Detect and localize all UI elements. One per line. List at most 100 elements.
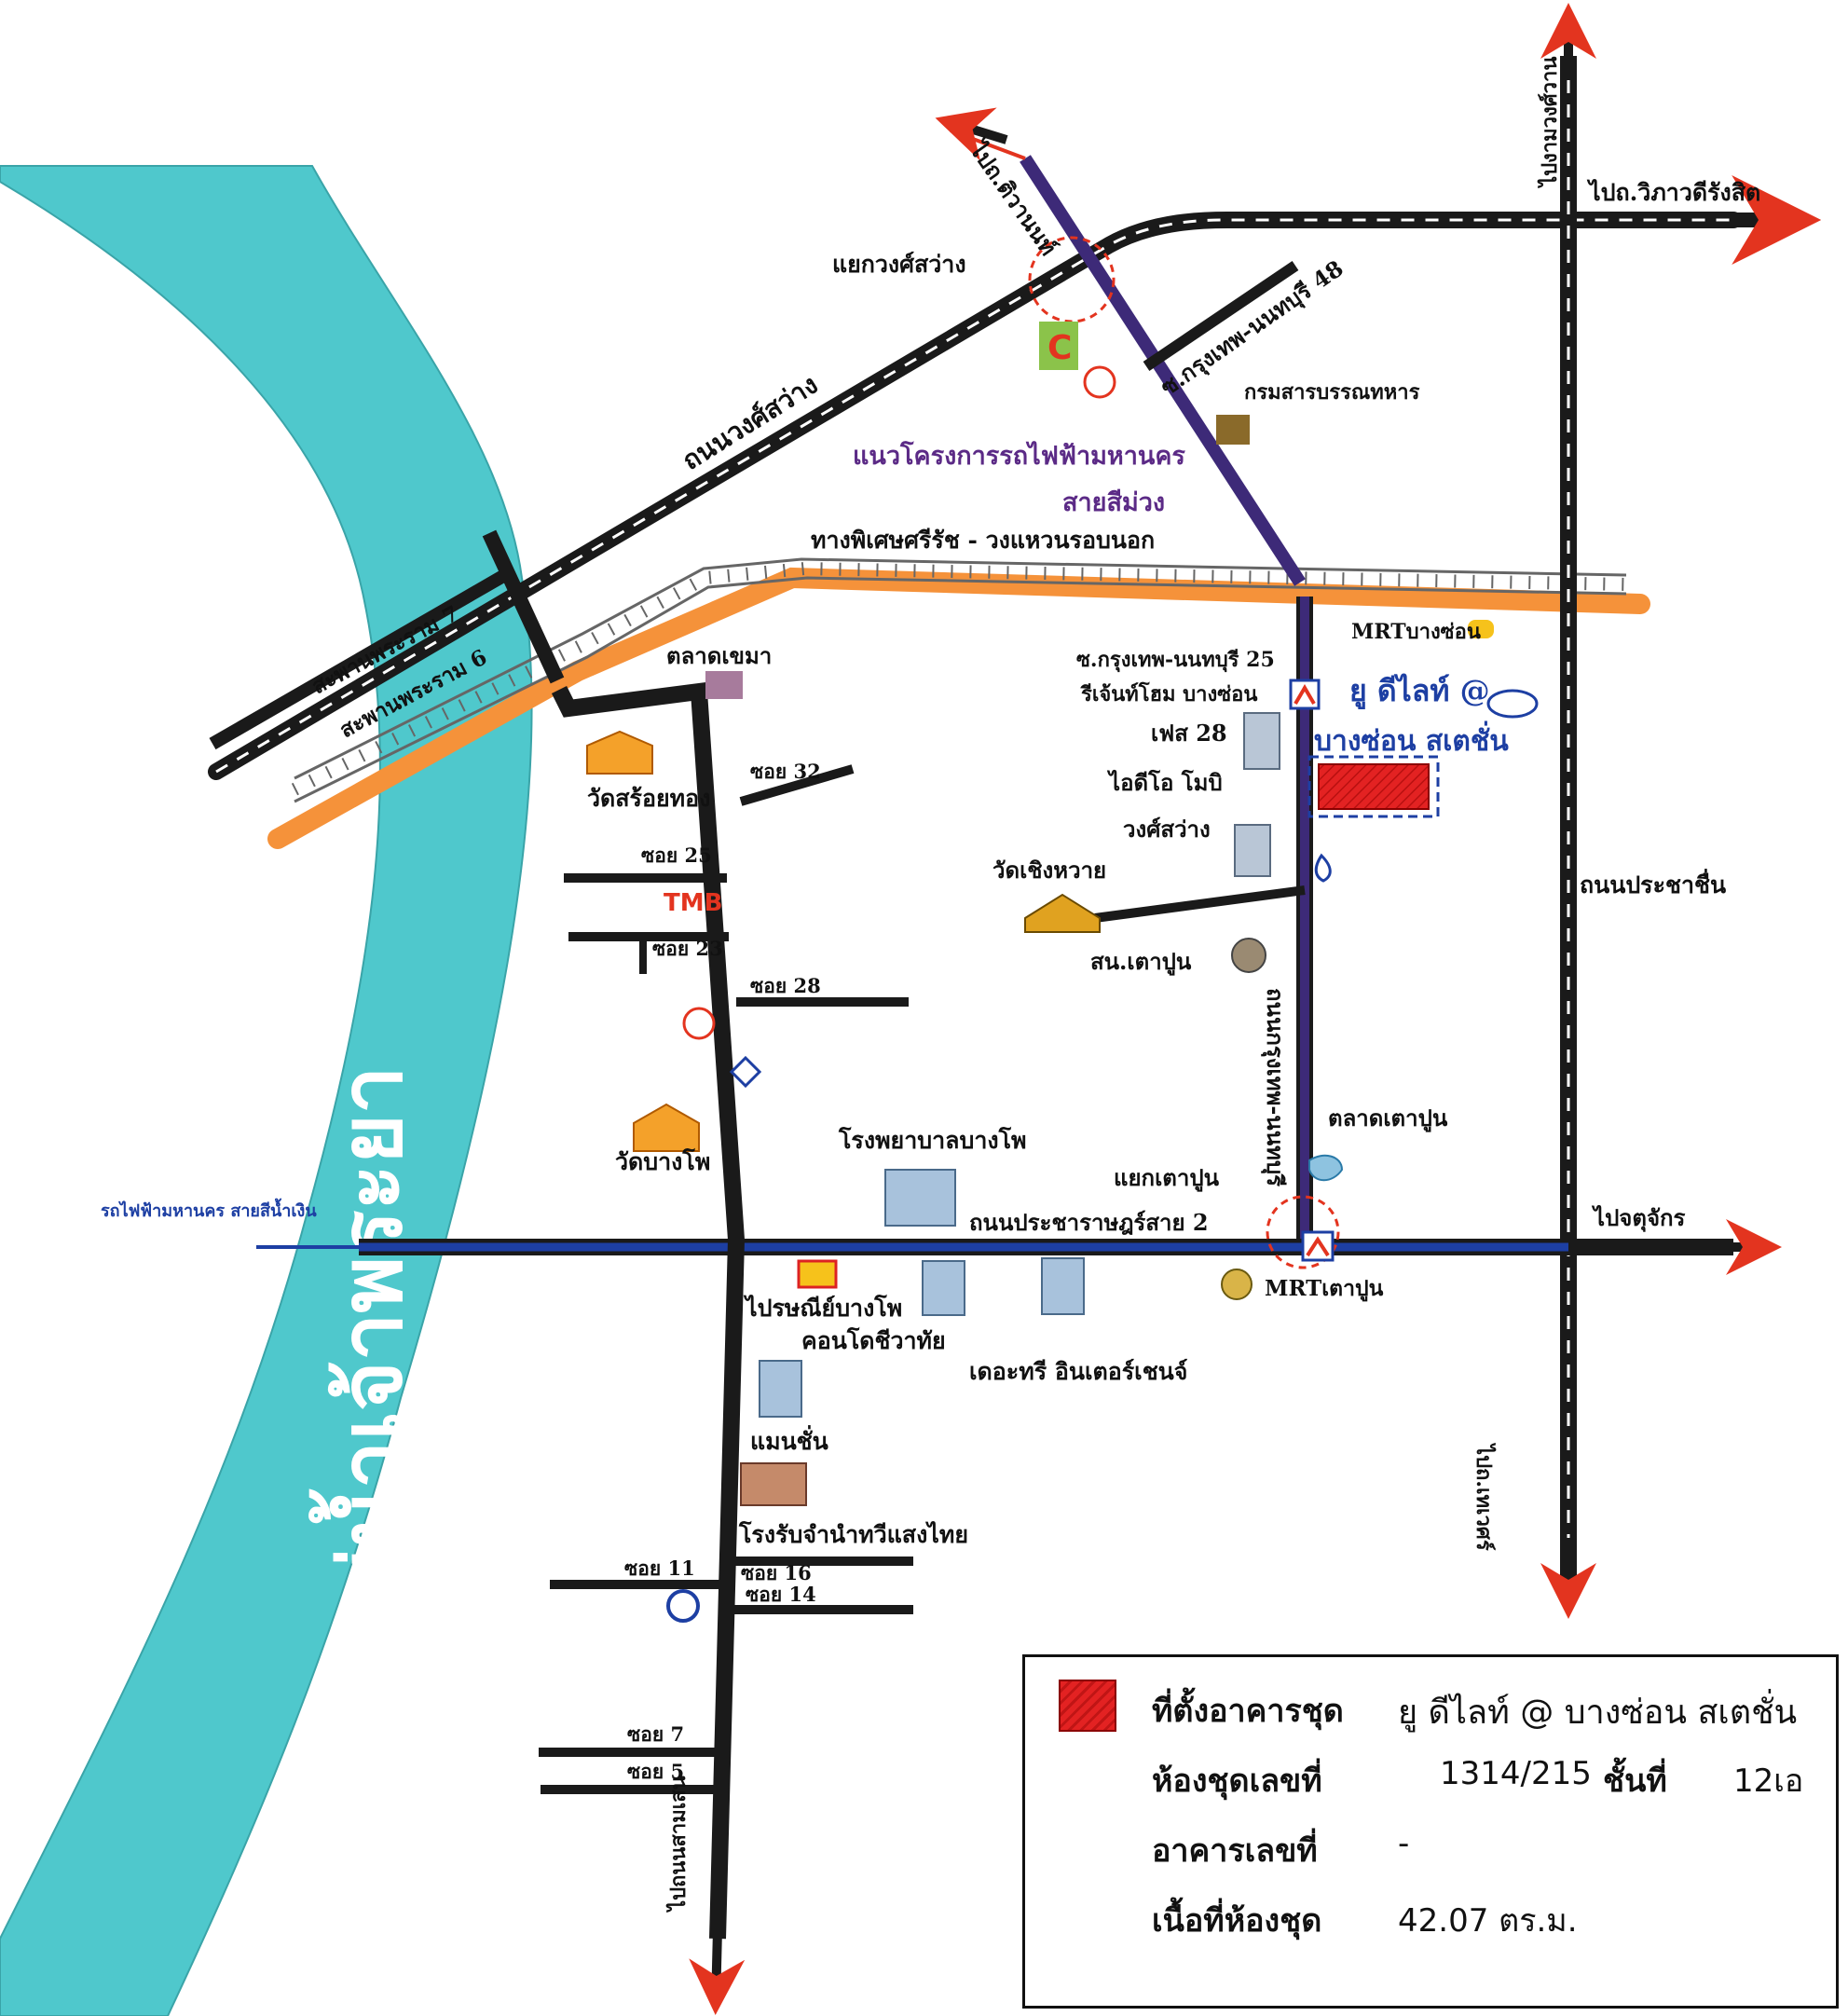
purple-line-diagonal bbox=[1020, 155, 1306, 586]
label-blue-line: รถไฟฟ้ามหานคร สายสีน้ำเงิน bbox=[101, 1198, 317, 1221]
post-office-icon bbox=[797, 1259, 838, 1289]
chewathai-building-icon bbox=[922, 1260, 965, 1316]
label-soi-16: ซอย 16 bbox=[741, 1561, 812, 1584]
label-krungthep-nonthaburi: ถนนกรุงเทพ-นนทบุรี bbox=[1260, 988, 1289, 1186]
label-soi-7: ซอย 7 bbox=[627, 1722, 684, 1746]
wat-choengwai-icon bbox=[1024, 893, 1101, 933]
bridge-cross bbox=[482, 529, 565, 684]
pawnshop-icon bbox=[740, 1462, 807, 1506]
label-chatuchak: ไปจตุจักร bbox=[1591, 1204, 1686, 1233]
legend-box: ที่ตั้งอาคารชุด ยู ดีไลท์ @ บางซ่อน สเตช… bbox=[1022, 1654, 1839, 2009]
label-wat-soithong: วัดสร้อยทอง bbox=[587, 785, 710, 812]
label-bangpho-hospital: โรงพยาบาลบางโพ bbox=[838, 1126, 1026, 1154]
label-khemma-market: ตลาดเขมา bbox=[666, 642, 772, 669]
legend-building-label: อาคารเลขที่ bbox=[1152, 1832, 1318, 1870]
label-soi-14: ซอย 14 bbox=[746, 1583, 816, 1606]
soi-choengwai bbox=[1094, 885, 1306, 923]
label-wat-bangpho: วัดบางโพ bbox=[615, 1147, 710, 1175]
scb-icon bbox=[1314, 853, 1332, 883]
river-name: แม่น้ำเจ้าพระยา bbox=[308, 1065, 421, 1659]
legend-swatch bbox=[1059, 1680, 1116, 1732]
label-ngamwongwan: ไปงามวงศ์วาน bbox=[1537, 57, 1562, 188]
label-soi-5: ซอย 5 bbox=[627, 1760, 684, 1783]
label-post-office: ไปรษณีย์บางโพ bbox=[743, 1294, 902, 1322]
label-regent-home: รีเจ้นท์โฮม บางซ่อน bbox=[1080, 681, 1258, 706]
label-soi-25: ซอย 25 bbox=[641, 843, 712, 867]
label-samsen: ไปถนนสามเสน bbox=[665, 1776, 691, 1913]
police-station-icon bbox=[1231, 938, 1266, 973]
army-dept-icon bbox=[1216, 415, 1250, 445]
bigc-icon bbox=[1039, 322, 1078, 370]
esso-icon bbox=[1486, 689, 1539, 719]
label-chewathai: คอนโดชีวาทัย bbox=[801, 1326, 946, 1354]
label-taopoon-market: ตลาดเตาปูน bbox=[1328, 1104, 1448, 1132]
project-marker-border bbox=[1307, 755, 1440, 818]
thetree-building-icon bbox=[1041, 1257, 1085, 1315]
label-expressway: ทางพิเศษศรีรัช - วงแหวนรอบนอก bbox=[811, 527, 1155, 554]
label-tmb: TMB bbox=[664, 889, 722, 917]
legend-location-value: ยู ดีไลท์ @ บางซ่อน สเตชั่น bbox=[1398, 1694, 1798, 1732]
label-pawnshop: โรงรับจำนำทวีแสงไทย bbox=[738, 1520, 968, 1548]
taopoon-junction-circle bbox=[1266, 1195, 1340, 1269]
kbank-icon-2 bbox=[682, 1007, 716, 1040]
label-thewet: ไปถ.เทเวศร์ bbox=[1472, 1443, 1497, 1551]
label-purple-project: แนวโครงการรถไฟฟ้ามหานคร bbox=[853, 440, 1185, 471]
label-army-dept: กรมสารบรรณทหาร bbox=[1244, 380, 1420, 405]
bangkokbank-icon bbox=[729, 1055, 762, 1089]
label-pracharat: ถนนประชาราษฎร์สาย 2 bbox=[969, 1209, 1209, 1236]
hospital-icon bbox=[884, 1169, 956, 1227]
wat-soithong-icon bbox=[586, 730, 653, 775]
soi-kt48 bbox=[1143, 261, 1299, 371]
mrt-taopoon-icon bbox=[1301, 1230, 1335, 1262]
railway-track bbox=[294, 557, 1627, 780]
railway-track-2 bbox=[294, 576, 1627, 803]
phase28-building-icon bbox=[1243, 712, 1280, 770]
label-soi-23: ซอย 23 bbox=[652, 937, 723, 960]
label-project-line1: ยู ดีไลท์ @ bbox=[1349, 673, 1490, 710]
legend-unit-value: 1314/215 bbox=[1440, 1755, 1592, 1792]
arrow-tiwanon bbox=[935, 107, 1008, 161]
bangpho-road bbox=[551, 681, 746, 1940]
shell-icon bbox=[1468, 620, 1494, 638]
label-mrt-taopoon: MRTเตาปูน bbox=[1265, 1276, 1384, 1302]
label-prachachuen: ถนนประชาชื่น bbox=[1580, 869, 1726, 898]
wongsawang-dash bbox=[215, 218, 1733, 774]
arrow-samsen bbox=[689, 1928, 746, 2015]
label-wat-choengwai: วัดเชิงหวาย bbox=[992, 857, 1106, 884]
label-junction-wongsawang: แยกวงศ์สว่าง bbox=[832, 251, 966, 278]
legend-unit-label: ห้องชุดเลขที่ bbox=[1152, 1762, 1322, 1800]
label-wongsawang-condo: วงศ์สว่าง bbox=[1123, 816, 1211, 843]
bigc-letter: C bbox=[1047, 329, 1072, 367]
legend-floor-label: ชั้นที่ bbox=[1603, 1762, 1667, 1800]
expressway-line bbox=[267, 567, 1650, 849]
soi-32 bbox=[739, 764, 855, 806]
taopoon-badge-icon bbox=[1221, 1269, 1253, 1300]
label-mrt-bangson: MRTบางซ่อน bbox=[1351, 620, 1481, 644]
krungsri-icon bbox=[666, 1589, 700, 1623]
project-marker[interactable] bbox=[1318, 763, 1430, 810]
mansion-building-icon bbox=[759, 1360, 802, 1418]
river bbox=[0, 165, 533, 2016]
label-soi-kt25: ซ.กรุงเทพ-นนทบุรี 25 bbox=[1076, 648, 1275, 673]
legend-location-label: ที่ตั้งอาคารชุด bbox=[1152, 1693, 1344, 1730]
label-the-tree: เดอะทรี อินเตอร์เชนจ์ bbox=[969, 1358, 1187, 1385]
label-mansion: แมนชั่น bbox=[750, 1425, 828, 1455]
label-soi-28: ซอย 28 bbox=[750, 974, 821, 997]
label-taopoon-police: สน.เตาปูน bbox=[1090, 948, 1192, 976]
mrt-bangson-icon bbox=[1289, 679, 1321, 710]
label-soi-11: ซอย 11 bbox=[624, 1557, 695, 1580]
label-purple-line: สายสีม่วง bbox=[1062, 488, 1165, 517]
label-ideo-mobi: ไอดีโอ โมบิ bbox=[1106, 769, 1223, 796]
kbank-icon-1 bbox=[1083, 365, 1116, 399]
legend-area-value: 42.07 ตร.ม. bbox=[1398, 1902, 1578, 1940]
wongsawang-condo-icon bbox=[1234, 824, 1271, 877]
label-phase28: เฟส 28 bbox=[1151, 720, 1227, 747]
legend-building-value: - bbox=[1398, 1825, 1410, 1862]
khemma-market-icon bbox=[705, 671, 743, 699]
legend-floor-value: 12เอ bbox=[1733, 1762, 1804, 1800]
taopoon-market-icon bbox=[1308, 1154, 1344, 1182]
bridge-rama7 bbox=[209, 569, 507, 750]
label-project-line2: บางซ่อน สเตชั่น bbox=[1314, 720, 1509, 758]
label-vibhavadi: ไปถ.วิภาวดีรังสิต bbox=[1586, 178, 1760, 206]
